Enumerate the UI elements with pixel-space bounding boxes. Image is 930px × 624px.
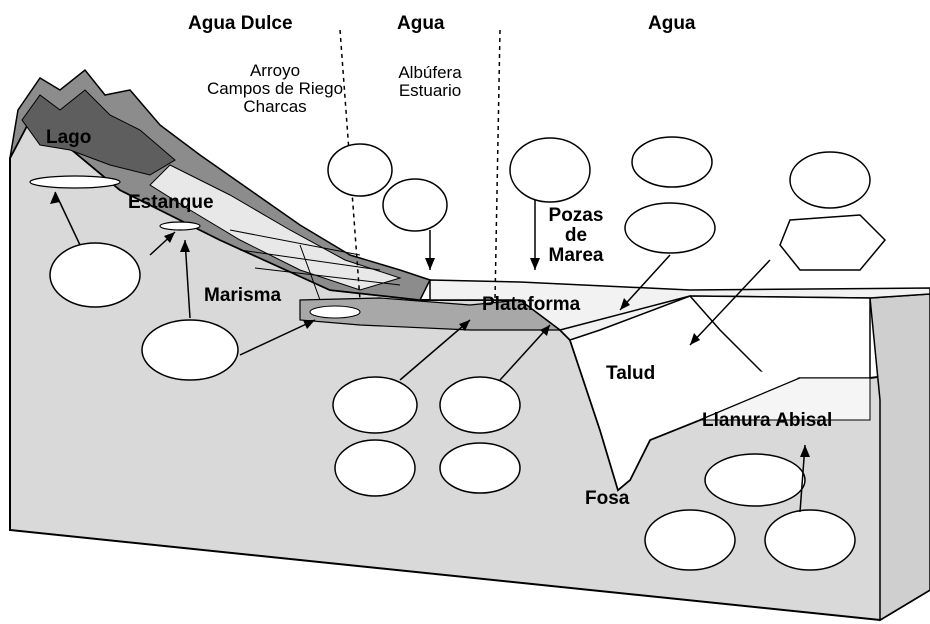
specimen-tidepool-2 [632, 137, 712, 187]
label-de: de [546, 226, 606, 246]
specimen-shelf-1 [333, 377, 417, 433]
specimen-tidepool-1 [510, 138, 590, 202]
specimen-abyssal-2 [645, 510, 735, 570]
specimen-marine-1 [790, 152, 870, 208]
lake-water [30, 176, 120, 188]
label-lago: Lago [46, 128, 91, 147]
label-marea: Marea [546, 246, 606, 266]
label-fosa: Fosa [585, 489, 629, 508]
env-charcas: Charcas [205, 98, 345, 116]
divider-brackish-marine [495, 30, 500, 300]
specimen-marine-2 [780, 215, 885, 270]
specimen-shelf-3 [335, 440, 415, 496]
header-fresh-water: Agua Dulce [188, 14, 293, 33]
header-marine: Agua [648, 14, 696, 33]
specimen-shelf-4 [440, 443, 520, 493]
env-campos-de-riego: Campos de Riego [205, 80, 345, 98]
label-pozas: Pozas [546, 206, 606, 226]
header-brackish: Agua [397, 14, 445, 33]
pond-water [160, 222, 200, 230]
label-pozas-de-marea: Pozas de Marea [546, 206, 606, 266]
label-plataforma: Plataforma [482, 295, 580, 314]
label-llanura-abisal: Llanura Abisal [702, 411, 832, 430]
env-estuario: Estuario [382, 82, 478, 100]
label-estanque: Estanque [128, 193, 214, 212]
specimen-shelf-2 [440, 377, 520, 433]
arrowhead-brackish [425, 258, 435, 270]
specimen-brackish-2 [383, 179, 447, 231]
specimen-marsh [142, 320, 238, 380]
brackish-environments: Albúfera Estuario [382, 64, 478, 100]
freshwater-environments: Arroyo Campos de Riego Charcas [205, 62, 345, 116]
arrowhead-tidepool [530, 258, 540, 270]
arrowhead-slope [690, 333, 700, 345]
marsh-pool [310, 306, 360, 318]
specimen-abyssal-3 [765, 510, 855, 570]
env-albufera: Albúfera [382, 64, 478, 82]
specimen-abyssal-1 [705, 454, 805, 506]
label-marisma: Marisma [204, 286, 281, 305]
label-talud: Talud [606, 364, 655, 383]
env-arroyo: Arroyo [205, 62, 345, 80]
specimen-brackish-1 [328, 144, 392, 196]
specimen-lake [50, 243, 140, 307]
specimen-tidepool-3 [625, 203, 715, 253]
